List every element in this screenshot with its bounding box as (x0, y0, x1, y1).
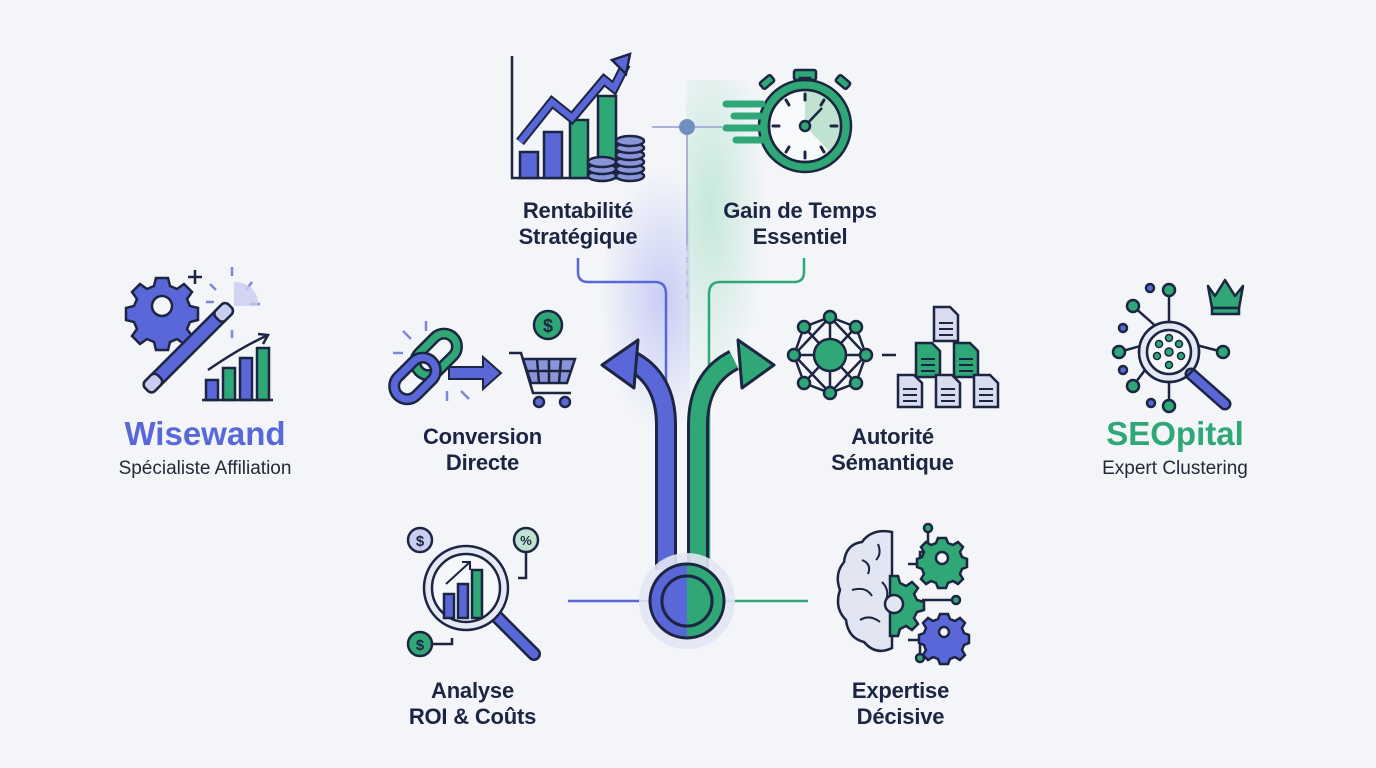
right-brand-name: SEOpital (1106, 415, 1244, 452)
feature-label-rentabilite: Rentabilité Stratégique (518, 198, 638, 249)
split-path-icon (600, 338, 776, 649)
svg-text:$: $ (416, 533, 425, 550)
center-glow-green (686, 80, 766, 400)
feature-label-gain-de-temps: Gain de Temps Essentiel (723, 198, 877, 249)
stopwatch-icon (722, 68, 853, 174)
svg-text:$: $ (416, 637, 425, 654)
left-brand-subtitle: Spécialiste Affiliation (118, 458, 292, 479)
svg-text:$: $ (543, 316, 553, 336)
left-brand-name: Wisewand (124, 415, 286, 452)
svg-text:%: % (520, 533, 532, 548)
network-documents-icon (786, 305, 1000, 409)
magnifier-cluster-crown-icon (1111, 278, 1245, 414)
feature-label-conversion: Conversion Directe (422, 424, 543, 475)
feature-label-expertise: Expertise Décisive (851, 678, 950, 729)
magic-wand-gear-chart-icon (124, 267, 273, 402)
right-brand-subtitle: Expert Clustering (1102, 458, 1248, 479)
magnifier-roi-icon: $ % $ (406, 526, 541, 661)
brain-gears-icon (836, 522, 971, 666)
feature-label-autorite: Autorité Sémantique (831, 424, 954, 475)
link-to-cart-icon: $ (388, 309, 577, 409)
feature-label-analyse-roi: Analyse ROI & Coûts (408, 678, 537, 729)
growth-chart-coins-icon (510, 52, 646, 183)
